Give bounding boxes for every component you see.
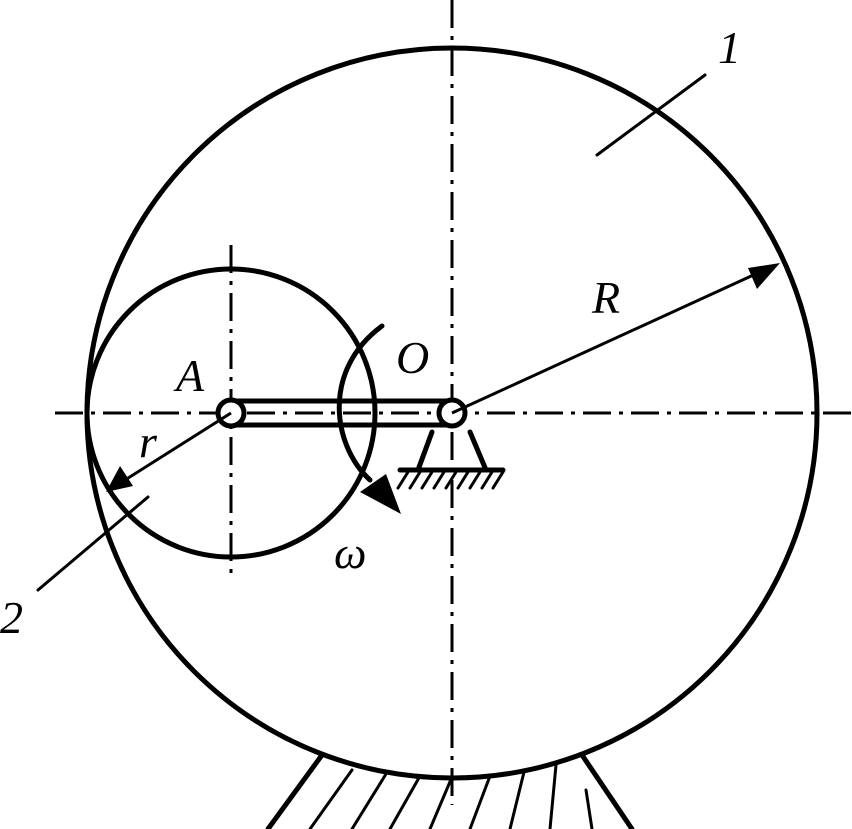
omega-arc: [336, 323, 385, 483]
radius-r-line: [124, 411, 232, 482]
pivot-support-O: [396, 429, 506, 490]
ground-support-bottom: [265, 752, 635, 829]
label-A: A: [173, 350, 205, 401]
radius-R-dimension: [451, 263, 780, 415]
omega-arrowhead: [360, 474, 401, 514]
label-r: r: [139, 416, 158, 467]
label-part-1: 1: [718, 22, 741, 73]
label-omega: ω: [334, 527, 366, 578]
radius-R-arrowhead: [748, 263, 780, 289]
label-part-2: 2: [0, 592, 23, 643]
small-circle-body-2: [84, 266, 378, 560]
radius-r-dimension: [106, 411, 232, 492]
omega-rotation-arrow: [336, 323, 401, 514]
radius-R-line: [451, 270, 761, 415]
label-R: R: [591, 272, 620, 323]
ground-hatching: [308, 763, 594, 829]
radius-r-arrowhead: [106, 466, 133, 492]
leader-line-part-1: [595, 73, 707, 157]
support-hatching: [396, 470, 505, 490]
ground-right-leg: [579, 752, 635, 829]
leader-line-part-2: [36, 495, 150, 592]
label-O: O: [396, 332, 429, 383]
ground-left-leg: [265, 752, 325, 829]
